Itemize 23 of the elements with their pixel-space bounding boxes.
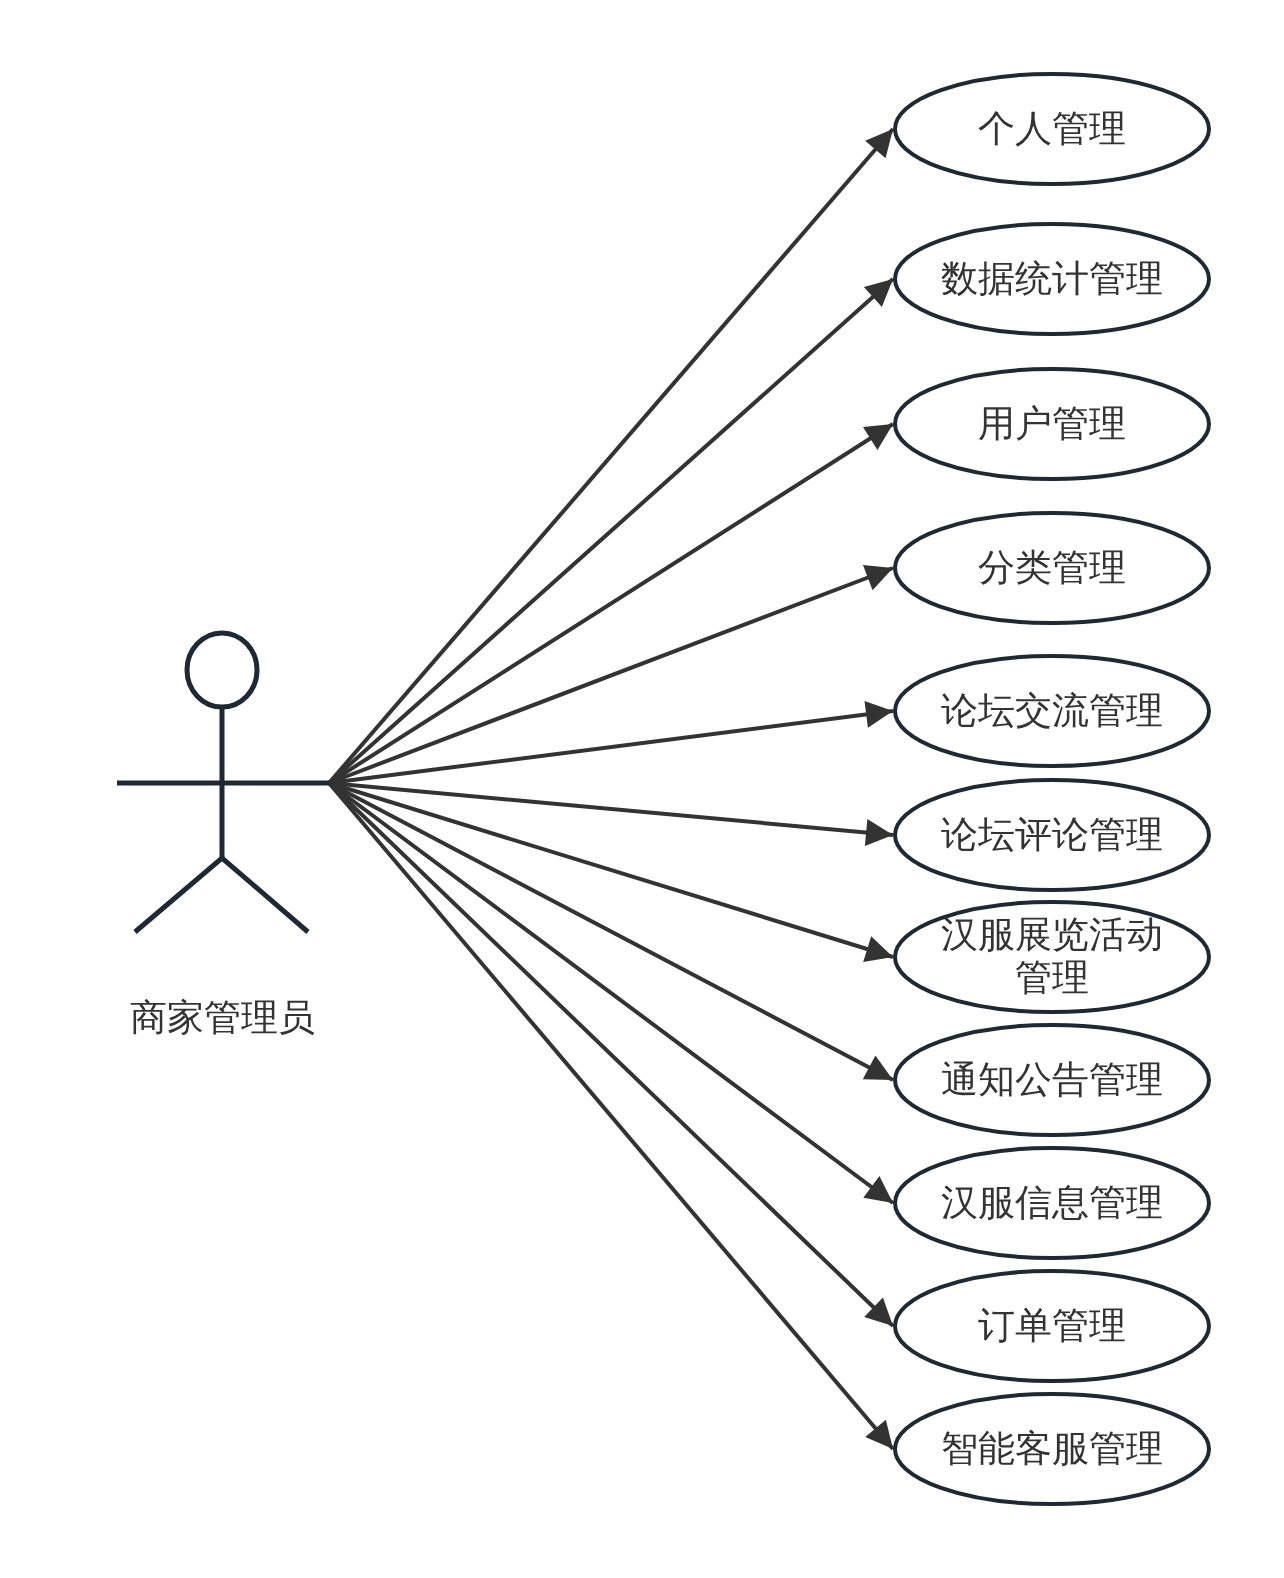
use-case-ellipse xyxy=(893,72,1211,186)
use-case-label: 汉服信息管理 xyxy=(941,1181,1163,1225)
use-case-label: 论坛评论管理 xyxy=(941,813,1163,857)
use-case-label: 智能客服管理 xyxy=(941,1427,1163,1471)
actor-label: 商家管理员 xyxy=(128,998,316,1039)
use-case-ellipse xyxy=(893,1146,1211,1260)
use-case-label: 汉服展览活动管理 xyxy=(940,914,1164,1000)
use-case-ellipse xyxy=(893,1269,1211,1383)
use-case-ellipse xyxy=(893,654,1211,768)
use-case-label: 个人管理 xyxy=(978,107,1126,151)
use-case-label: 论坛交流管理 xyxy=(941,689,1163,733)
use-case-ellipse xyxy=(893,778,1211,892)
use-case-ellipse xyxy=(893,511,1211,625)
use-case-label: 订单管理 xyxy=(978,1304,1126,1348)
use-case-label: 通知公告管理 xyxy=(941,1058,1163,1102)
use-case-label: 用户管理 xyxy=(978,402,1126,446)
use-case-ellipse xyxy=(893,367,1211,481)
use-case-label: 分类管理 xyxy=(978,546,1126,590)
use-case-ellipse xyxy=(893,222,1211,336)
use-case-ellipse xyxy=(893,1392,1211,1506)
use-case-label: 数据统计管理 xyxy=(941,257,1163,301)
use-case-ellipse xyxy=(893,900,1211,1014)
use-case-ellipse xyxy=(893,1023,1211,1137)
